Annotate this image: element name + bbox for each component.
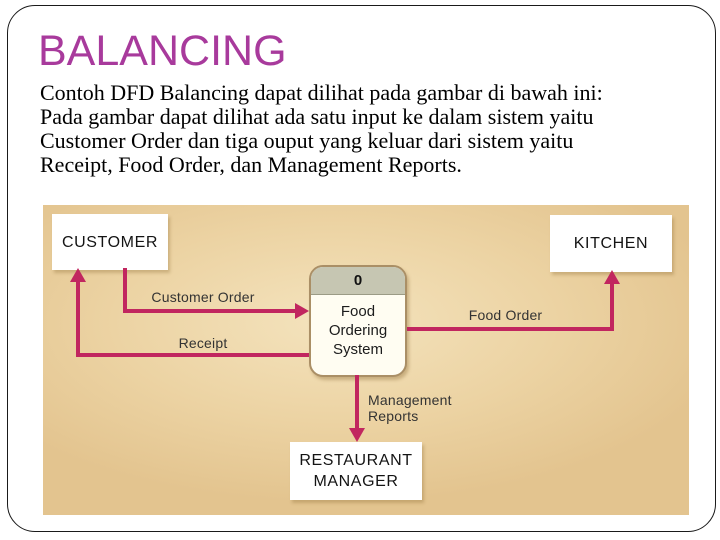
process-name: Food Ordering System [328,303,388,358]
customer-order-arrow-vertical [123,268,127,313]
body-line: Contoh DFD Balancing dapat dilihat pada … [40,80,603,105]
entity-kitchen-label: KITCHEN [573,235,649,252]
entity-customer: CUSTOMER [52,214,168,270]
body-line: Pada gambar dapat dilihat ada satu input… [40,104,594,129]
food-order-label: Food Order [468,307,543,323]
management-reports-arrow-vertical [355,375,359,430]
dfd-diagram: CUSTOMER KITCHEN RESTAURANT MANAGER 0 Fo… [43,205,689,515]
entity-restaurant-manager: RESTAURANT MANAGER [290,442,422,500]
body-paragraph: Contoh DFD Balancing dapat dilihat pada … [40,81,603,177]
receipt-arrow-vertical [76,281,80,357]
entity-customer-label: CUSTOMER [61,233,159,251]
entity-restaurant-manager-label: RESTAURANT MANAGER [299,452,413,490]
receipt-label: Receipt [178,335,228,351]
food-order-arrow-horizontal [407,327,614,331]
food-order-arrowhead [604,270,620,284]
customer-order-arrow-horizontal [123,309,295,313]
receipt-arrowhead [70,268,86,282]
slide-title: BALANCING [38,27,287,75]
management-reports-label: Management Reports [368,392,452,424]
customer-order-arrowhead [295,303,309,319]
receipt-arrow-horizontal [76,353,309,357]
body-line: Receipt, Food Order, dan Management Repo… [40,152,462,177]
management-reports-arrowhead [349,428,365,442]
customer-order-label: Customer Order [151,289,255,305]
food-order-arrow-vertical [610,283,614,331]
body-line: Customer Order dan tiga ouput yang kelua… [40,128,574,153]
process-number: 0 [311,267,405,295]
process-food-ordering-system: 0 Food Ordering System [309,265,407,377]
entity-kitchen: KITCHEN [550,215,672,272]
